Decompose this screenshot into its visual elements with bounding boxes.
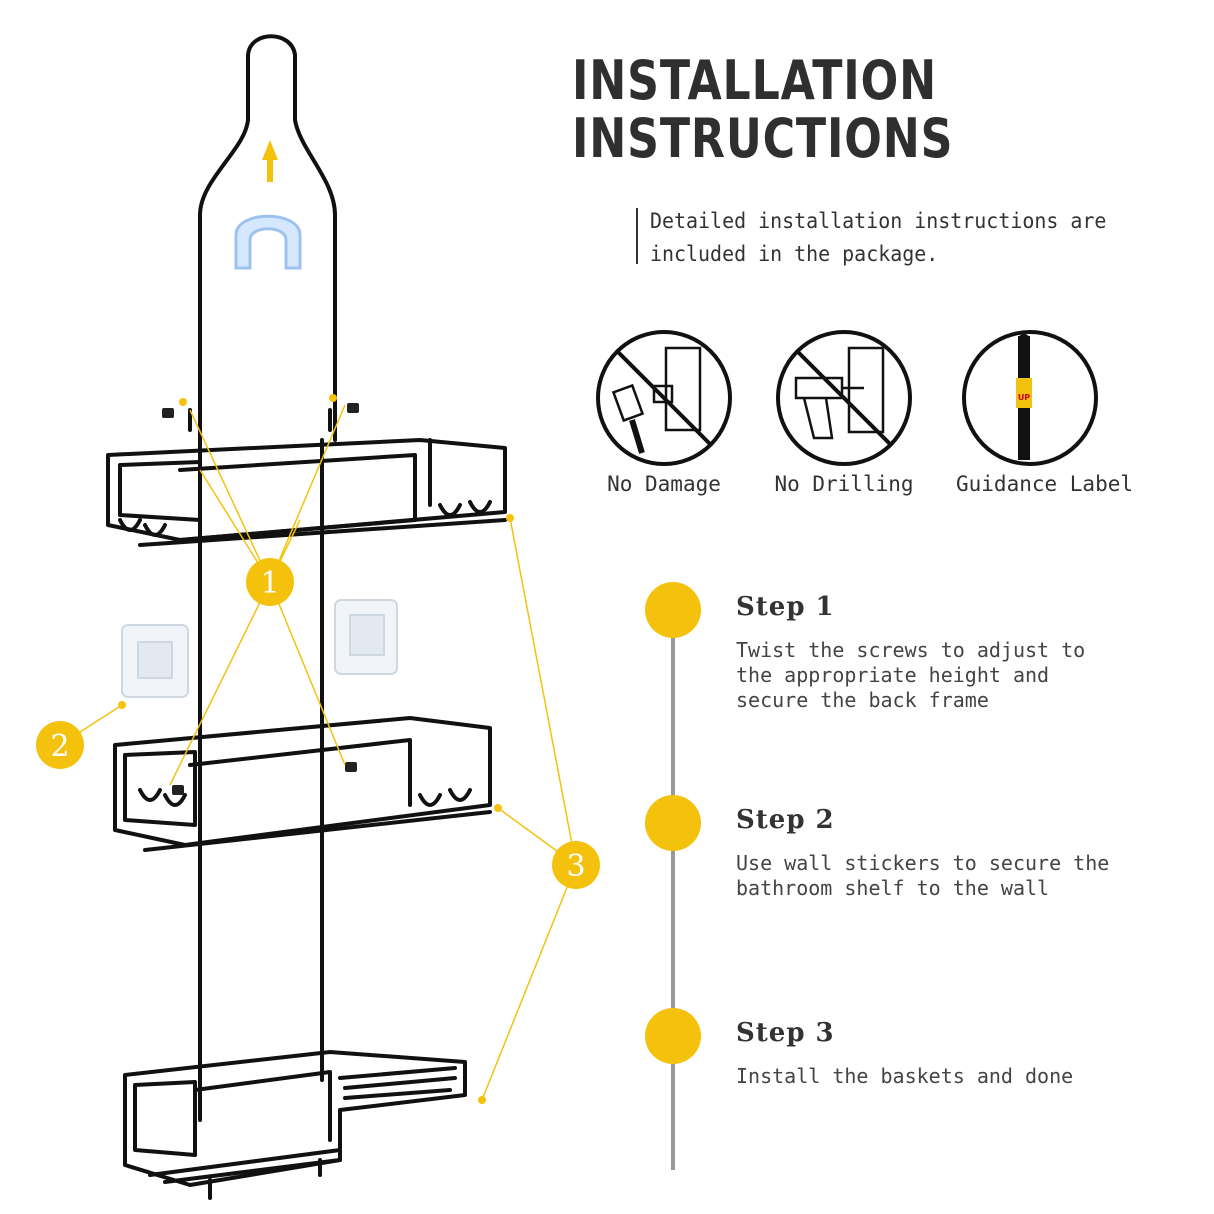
- adjust-screws: [162, 403, 359, 795]
- package-note: Detailed installation instructions are i…: [650, 209, 1107, 266]
- step-2: Step 2 Use wall stickers to secure the b…: [736, 805, 1116, 901]
- step-3: Step 3 Install the baskets and done: [736, 1018, 1116, 1089]
- step-title: Step 2: [736, 805, 835, 835]
- step-3-marker: [645, 1008, 701, 1064]
- wall-sticker-left: [121, 624, 189, 698]
- feature-no-damage: No Damage: [590, 328, 738, 496]
- shower-caddy-illustration: 1 2 3: [36, 34, 600, 1200]
- basket-top: [106, 438, 507, 547]
- step-1-marker: [645, 582, 701, 638]
- wall-sticker-right: [334, 599, 398, 675]
- feature-label: No Drilling: [774, 472, 914, 496]
- step-description: Install the baskets and done: [736, 1064, 1074, 1088]
- callout-3: 3: [552, 841, 600, 889]
- hanger-frame: [198, 34, 337, 442]
- feature-guidance-label: UP Guidance Label: [956, 328, 1134, 496]
- no-drill-icon: [776, 330, 912, 466]
- title-line-1: INSTALLATION: [572, 49, 937, 112]
- step-2-marker: [645, 795, 701, 851]
- svg-text:2: 2: [50, 729, 69, 764]
- step-title: Step 1: [736, 592, 835, 622]
- up-arrow-icon: [262, 140, 278, 182]
- guidance-label-icon: UP: [962, 330, 1098, 466]
- svg-text:UP: UP: [1018, 393, 1030, 402]
- step-description: Twist the screws to adjust to the approp…: [736, 638, 1086, 712]
- clear-hook-icon: [234, 214, 302, 270]
- step-1: Step 1 Twist the screws to adjust to the…: [736, 592, 1116, 713]
- callout-2: 2: [36, 721, 84, 769]
- page-title: INSTALLATION INSTRUCTIONS: [572, 52, 1064, 168]
- feature-no-drilling: No Drilling: [770, 328, 918, 496]
- basket-middle: [113, 716, 492, 852]
- basket-bottom: [123, 1050, 467, 1200]
- feature-label: Guidance Label: [956, 472, 1134, 496]
- title-line-2: INSTRUCTIONS: [572, 107, 954, 170]
- step-description: Use wall stickers to secure the bathroom…: [736, 851, 1110, 900]
- note-divider: [636, 208, 638, 264]
- timeline-line: [671, 608, 675, 1170]
- no-hammer-icon: [596, 330, 732, 466]
- svg-text:3: 3: [566, 849, 585, 884]
- svg-text:1: 1: [260, 566, 279, 601]
- callout-1: 1: [246, 558, 294, 606]
- feature-label: No Damage: [607, 472, 721, 496]
- step-title: Step 3: [736, 1018, 835, 1048]
